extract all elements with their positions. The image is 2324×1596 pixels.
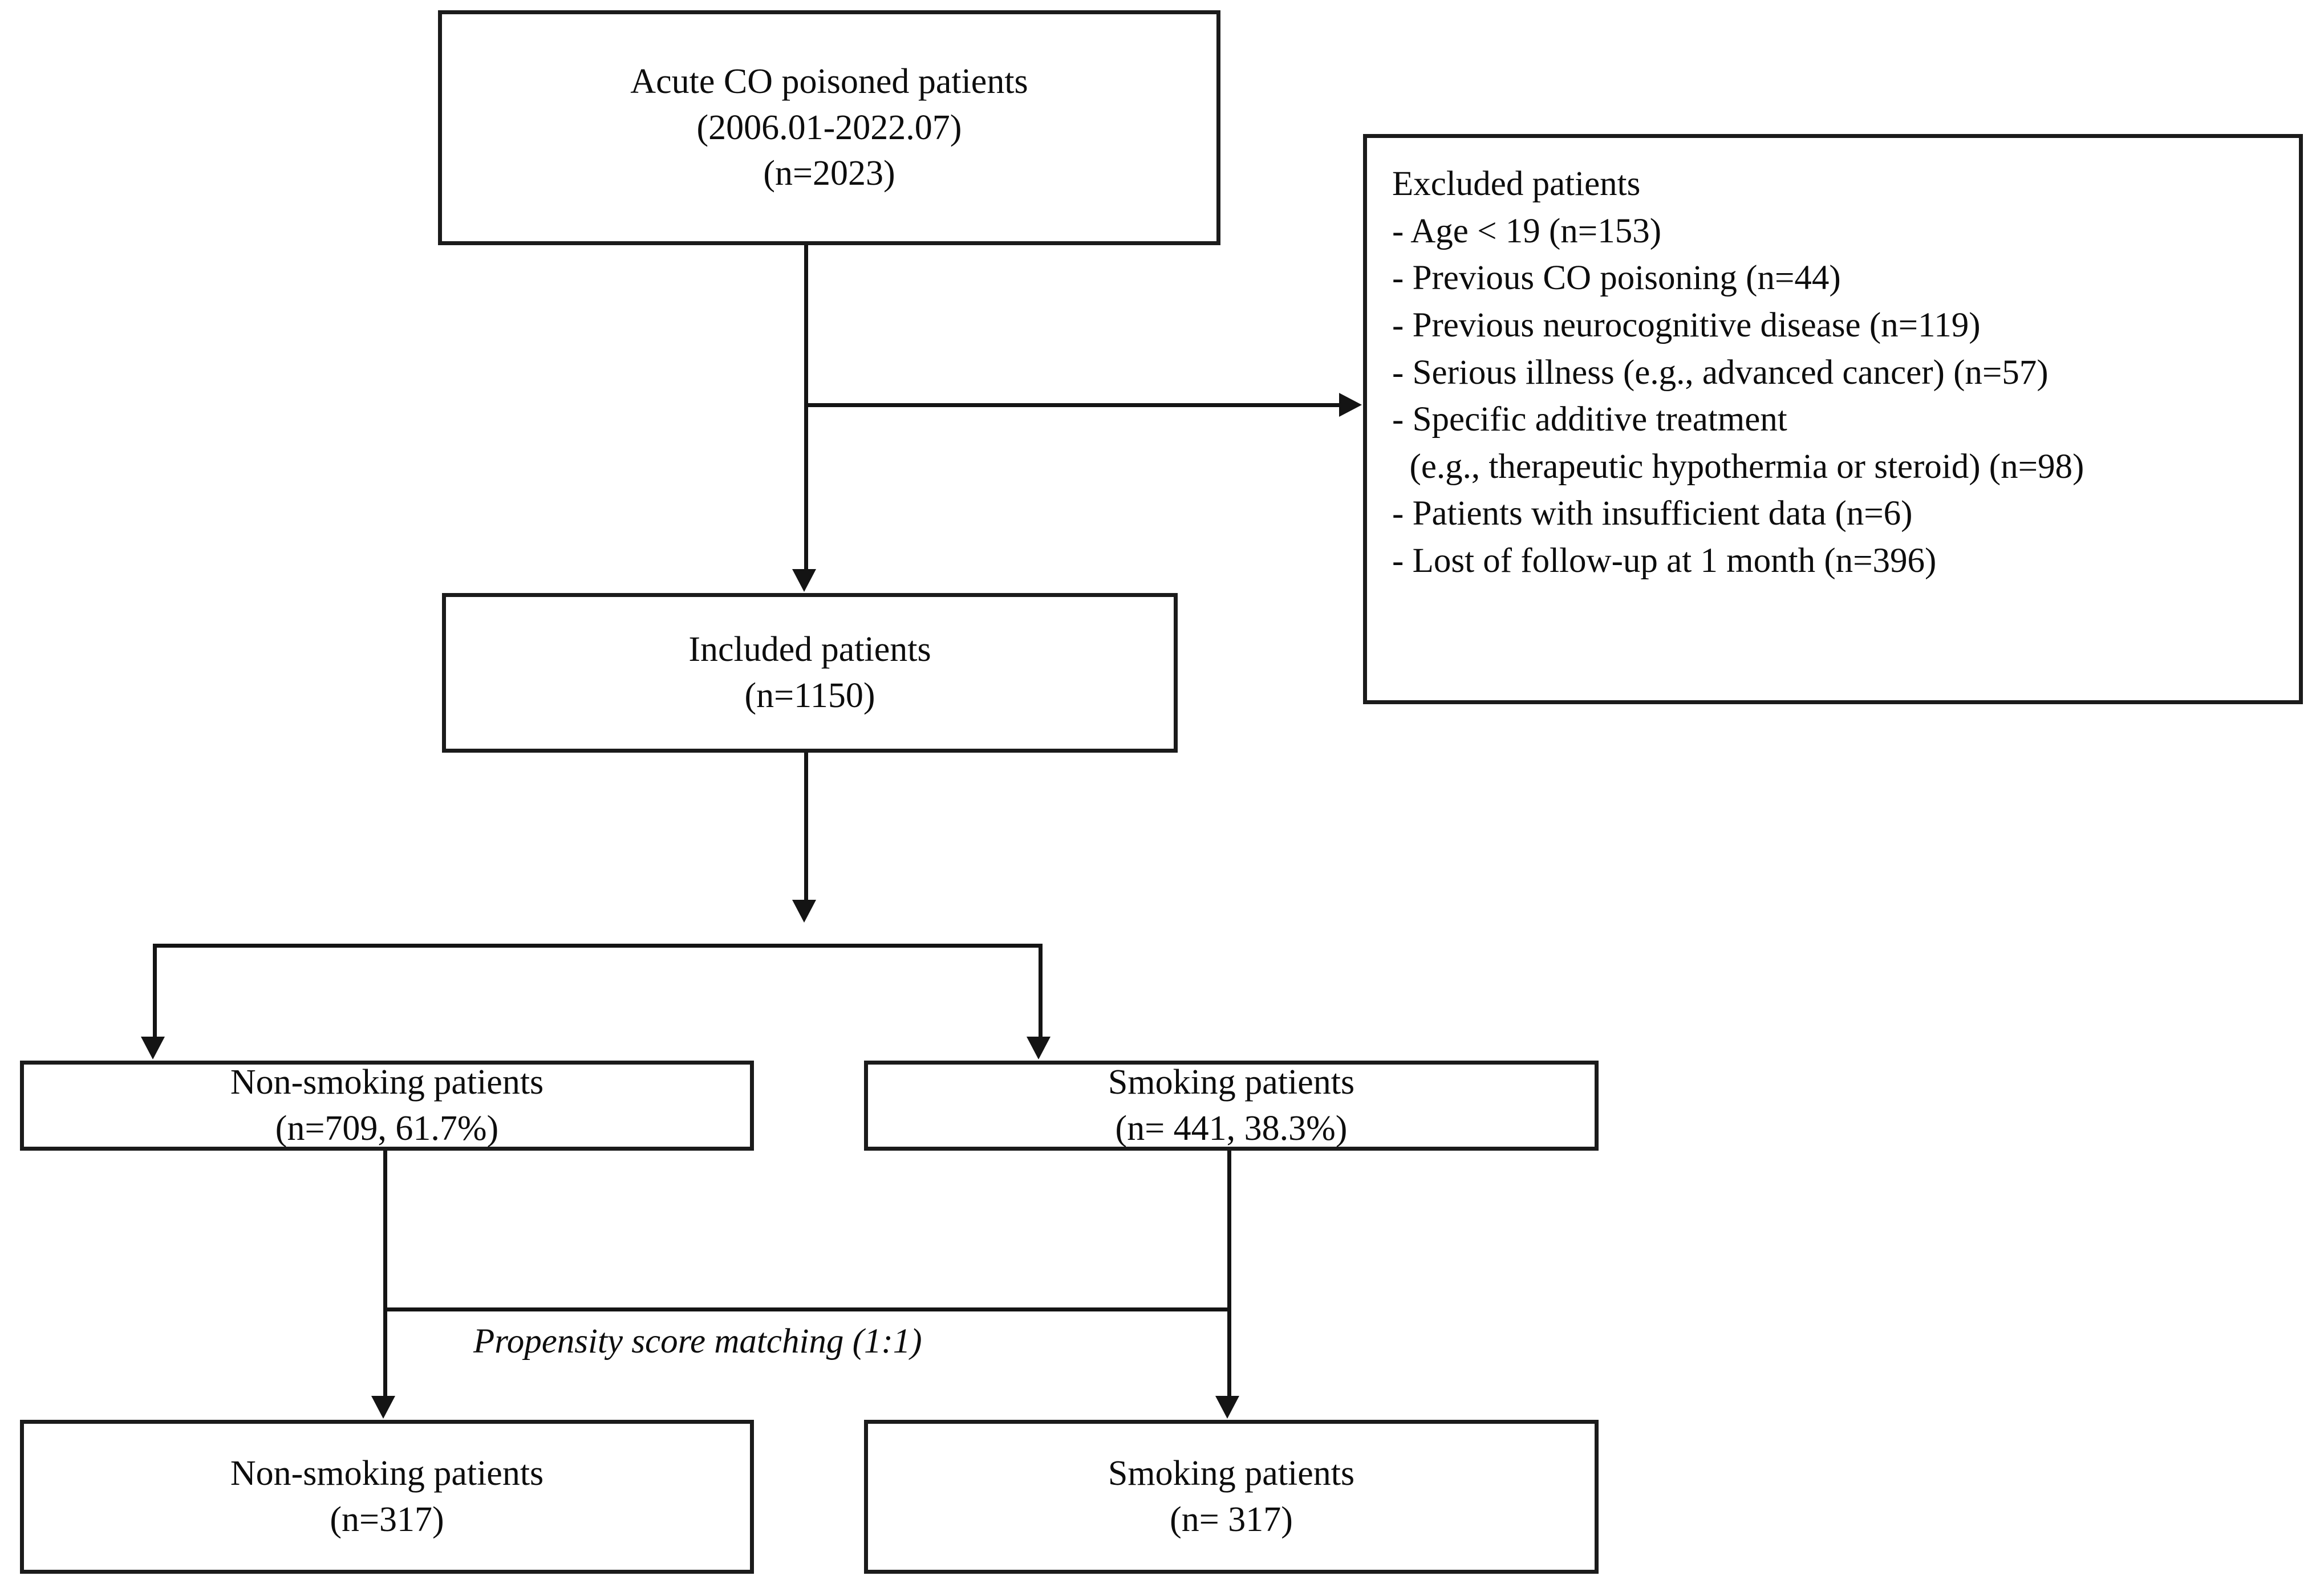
excluded-item-additive-treatment: - Specific additive treatment xyxy=(1392,400,1787,439)
node-smoking-prematch: Smoking patients (n= 441, 38.3%) xyxy=(864,1061,1599,1151)
connector-smoking-down xyxy=(1227,1151,1231,1397)
connector-source-to-included xyxy=(804,245,808,570)
matching-label: Propensity score matching (1:1) xyxy=(473,1322,922,1361)
node-source-cohort: Acute CO poisoned patients (2006.01-2022… xyxy=(438,10,1220,245)
node-smoking-postmatch: Smoking patients (n= 317) xyxy=(864,1420,1599,1574)
smoking-post-title: Smoking patients xyxy=(1108,1454,1355,1493)
excluded-item-serious-illness: - Serious illness (e.g., advanced cancer… xyxy=(1392,353,2049,392)
excluded-item-additive-treatment-detail: (e.g., therapeutic hypothermia or steroi… xyxy=(1392,447,2084,486)
arrowhead-to-included xyxy=(792,569,816,592)
arrowhead-to-excluded xyxy=(1339,393,1362,417)
arrowhead-to-nonsmoking-pre xyxy=(141,1037,165,1059)
arrowhead-to-split xyxy=(792,900,816,923)
connector-split-left xyxy=(153,944,157,1038)
source-title: Acute CO poisoned patients xyxy=(630,62,1028,101)
connector-included-to-split xyxy=(804,753,808,901)
excluded-item-previous-co: - Previous CO poisoning (n=44) xyxy=(1392,259,1841,298)
excluded-item-neurocognitive: - Previous neurocognitive disease (n=119… xyxy=(1392,306,1981,344)
node-included-patients: Included patients (n=1150) xyxy=(442,593,1178,753)
excluded-item-age: - Age < 19 (n=153) xyxy=(1392,212,1662,250)
node-nonsmoking-postmatch: Non-smoking patients (n=317) xyxy=(20,1420,754,1574)
nonsmoking-post-title: Non-smoking patients xyxy=(230,1454,544,1493)
included-count: (n=1150) xyxy=(744,676,875,715)
node-excluded-patients: Excluded patients - Age < 19 (n=153) - P… xyxy=(1363,134,2303,704)
connector-split-right xyxy=(1039,944,1043,1038)
nonsmoking-pre-title: Non-smoking patients xyxy=(230,1063,544,1102)
source-period: (2006.01-2022.07) xyxy=(696,108,962,147)
nonsmoking-pre-count: (n=709, 61.7%) xyxy=(275,1109,499,1148)
smoking-pre-count: (n= 441, 38.3%) xyxy=(1115,1109,1348,1148)
connector-nonsmoking-down xyxy=(383,1151,387,1397)
arrowhead-to-smoking-postmatch xyxy=(1215,1396,1239,1419)
smoking-post-count: (n= 317) xyxy=(1170,1500,1293,1539)
connector-to-excluded xyxy=(806,403,1340,407)
matching-crossbar xyxy=(383,1307,1231,1311)
nonsmoking-post-count: (n=317) xyxy=(330,1500,444,1539)
source-count: (n=2023) xyxy=(763,154,895,193)
excluded-item-insufficient-data: - Patients with insufficient data (n=6) xyxy=(1392,494,1913,533)
node-nonsmoking-prematch: Non-smoking patients (n=709, 61.7%) xyxy=(20,1061,754,1151)
included-title: Included patients xyxy=(688,630,931,669)
excluded-title: Excluded patients xyxy=(1392,165,1641,203)
split-bar-cohorts xyxy=(153,944,1043,948)
arrowhead-to-nonsmoking-postmatch xyxy=(371,1396,395,1419)
smoking-pre-title: Smoking patients xyxy=(1108,1063,1355,1102)
arrowhead-to-smoking-pre xyxy=(1027,1037,1051,1059)
excluded-item-lost-followup: - Lost of follow-up at 1 month (n=396) xyxy=(1392,542,1937,580)
